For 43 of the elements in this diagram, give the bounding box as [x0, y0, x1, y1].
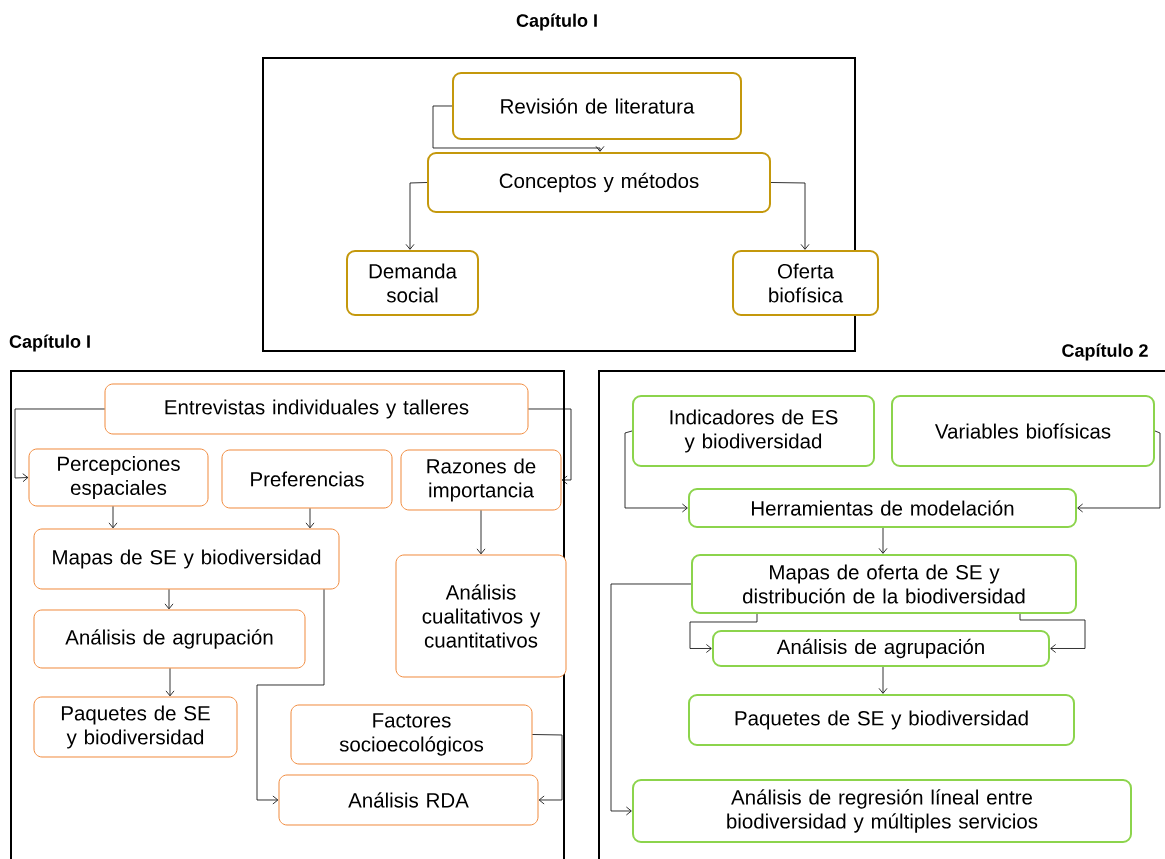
process-box: Razones de importancia — [400, 449, 562, 511]
process-box: Herramientas de modelación — [688, 488, 1077, 528]
panel-heading: Capítulo 2 — [1062, 343, 1148, 361]
arrow — [256, 589, 325, 805]
arrow — [1019, 613, 1086, 653]
arrow — [528, 408, 572, 485]
process-box: Análisis de agrupación — [712, 630, 1050, 667]
process-box: Factores socioecológicos — [290, 704, 533, 765]
process-box: Paquetes de SE y biodiversidad — [688, 694, 1075, 746]
process-box: Demanda social — [346, 250, 479, 316]
arrow — [610, 583, 692, 816]
process-box: Conceptos y métodos — [427, 152, 771, 213]
arrow — [1077, 430, 1161, 513]
arrow — [689, 613, 758, 653]
process-box: Mapas de SE y biodiversidad — [33, 528, 340, 590]
arrow — [878, 666, 888, 694]
arrow — [108, 506, 118, 529]
arrow — [476, 510, 486, 555]
panel-heading: Capítulo I — [516, 13, 597, 31]
arrow — [624, 430, 688, 513]
process-box: Oferta biofísica — [732, 250, 879, 316]
process-box: Análisis RDA — [278, 774, 539, 826]
process-box: Variables biofísicas — [891, 395, 1155, 467]
arrow — [405, 182, 428, 250]
arrow — [164, 589, 174, 610]
process-box: Análisis de agrupación — [33, 609, 306, 669]
process-box: Análisis cualitativos y cuantitativos — [395, 554, 567, 678]
arrow — [532, 734, 563, 805]
process-box: Paquetes de SE y biodiversidad — [33, 696, 238, 758]
arrow — [14, 408, 105, 483]
process-box: Preferencias — [221, 449, 393, 509]
panel-heading: Capítulo I — [9, 334, 90, 352]
arrow — [878, 527, 888, 554]
arrow — [432, 105, 605, 152]
arrow — [770, 182, 810, 250]
process-box: Entrevistas individuales y talleres — [104, 383, 529, 435]
process-box: Percepciones espaciales — [28, 448, 209, 507]
process-box: Indicadores de ES y biodiversidad — [632, 395, 875, 467]
process-box: Análisis de regresión líneal entre biodiversidad y múltiples servicios — [632, 779, 1132, 843]
arrow — [305, 508, 315, 529]
process-box: Revisión de literatura — [452, 72, 742, 140]
arrow — [165, 668, 175, 697]
process-box: Mapas de oferta de SE y distribución de la biodiversidad — [691, 554, 1077, 614]
